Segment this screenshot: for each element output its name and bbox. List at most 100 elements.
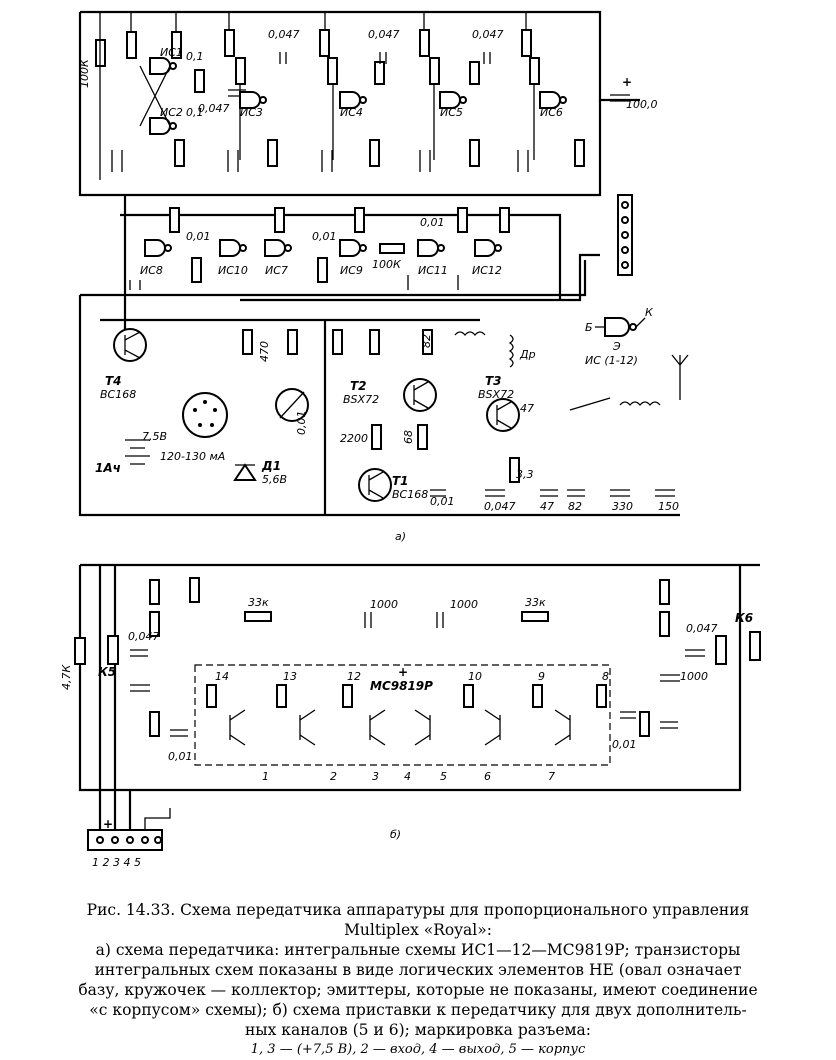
- label-b-c001-l: 0,01: [168, 750, 193, 763]
- pin-8: 8: [602, 670, 609, 683]
- chip-plus: +: [398, 665, 408, 679]
- label-c0-047-2: 0,047: [368, 28, 400, 41]
- label-ic12: ИС12: [472, 264, 502, 277]
- label-ic2: ИС2: [160, 106, 183, 119]
- label-c0-01-a: 0,01: [186, 230, 211, 243]
- pin-7: 7: [548, 770, 555, 783]
- label-ic5: ИС5: [440, 106, 463, 119]
- label-t3-part: BSX72: [478, 388, 514, 401]
- label-t1: T1: [392, 474, 409, 488]
- label-ic3: ИС3: [240, 106, 263, 119]
- label-c0-01-e: 0,01: [430, 495, 455, 508]
- connector-block-a: [617, 194, 633, 276]
- label-t3: T3: [485, 374, 502, 388]
- label-r470: 470: [258, 341, 271, 362]
- legend-pin-k: К: [645, 306, 654, 319]
- label-c0-047-1: 0,047: [268, 28, 300, 41]
- label-r100k-b: 100К: [372, 258, 402, 271]
- top-resistors: [95, 29, 585, 167]
- pin-9: 9: [538, 670, 545, 683]
- schematic-diagram: 100К ИС1 ИС2 ИС3 ИС4 ИС5 ИС6 0,1 0,1 0,0…: [60, 10, 761, 869]
- label-b-c0047-r: 0,047: [686, 622, 718, 635]
- label-battery-ah: 1Ач: [95, 461, 121, 475]
- label-t4-part: BC168: [100, 388, 136, 401]
- label-c82: 82: [568, 500, 582, 513]
- pin-6: 6: [484, 770, 491, 783]
- caption-title-1: Рис. 14.33. Схема передатчика аппаратуры…: [86, 901, 750, 919]
- panel-b-label: б): [390, 828, 401, 841]
- pin-3: 3: [372, 770, 379, 783]
- label-ic4: ИС4: [340, 106, 363, 119]
- label-b-c1000-r: 1000: [450, 598, 478, 611]
- label-t1-part: BC168: [392, 488, 428, 501]
- chip-pins-top: 14 13 12 10 9 8: [215, 670, 609, 683]
- label-t2: T2: [350, 379, 367, 393]
- label-b-c0047-l: 0,047: [128, 630, 160, 643]
- label-c2200: 2200: [340, 432, 368, 445]
- caption-body-2: интегральных схем показаны в виде логиче…: [94, 961, 742, 979]
- label-c0-047-3: 0,047: [472, 28, 504, 41]
- caption-body-1: а) схема передатчика: интегральные схемы…: [95, 941, 741, 959]
- panel-a-label: а): [395, 530, 406, 543]
- label-d1: Д1: [261, 459, 281, 473]
- label-b-r33k-r: 33к: [525, 596, 546, 609]
- pin-2: 2: [330, 770, 337, 783]
- label-choke: Др: [519, 348, 536, 361]
- connector-pin-numbers: 1 2 3 4 5: [92, 856, 141, 869]
- label-c47-b: 47: [540, 500, 554, 513]
- coupling-caps: [228, 52, 630, 102]
- pin-10: 10: [468, 670, 482, 683]
- label-ic7: ИС7: [265, 264, 288, 277]
- figure-caption: Рис. 14.33. Схема передатчика аппаратуры…: [60, 900, 776, 1060]
- caption-title-2: Multiplex «Royal»:: [344, 921, 492, 939]
- label-r82: 82: [420, 334, 433, 348]
- legend-pin-b: Б: [585, 321, 593, 334]
- panel-a-rf: T4 BC168 1Ач 7,5В 120-130 мА Д1 5,6В T2 …: [78, 260, 689, 517]
- nand-gates-top: [139, 57, 567, 135]
- label-k5: К5: [98, 665, 116, 679]
- label-chip-b: МС9819Р: [370, 679, 433, 693]
- pin-1: 1: [262, 770, 269, 783]
- label-c0-1-a: 0,1: [186, 50, 204, 63]
- pin-14: 14: [215, 670, 229, 683]
- label-c0-047-g: 0,047: [484, 500, 516, 513]
- label-c0-047-4: 0,047: [198, 102, 230, 115]
- label-b-c001-r: 0,01: [612, 738, 637, 751]
- label-battery-v: 7,5В: [142, 430, 167, 443]
- label-r68: 68: [402, 430, 415, 444]
- chip-pins-bottom: 1 2 3 4 5 6 7: [262, 770, 555, 783]
- label-d1-value: 5,6В: [262, 473, 287, 486]
- caption-pin-line: 1, 3 — (+7,5 В), 2 — вход, 4 — выход, 5 …: [250, 1042, 586, 1057]
- label-ic1: ИС1: [160, 46, 183, 59]
- gate-legend: Б К Э ИС (1-12): [585, 306, 654, 367]
- pin-13: 13: [283, 670, 297, 683]
- plus-sign: +: [622, 75, 632, 89]
- caption-body-3: базу, кружочек — коллектор; эмиттеры, ко…: [78, 981, 758, 999]
- label-battery-range: 120-130 мА: [160, 450, 225, 463]
- label-ic11: ИС11: [418, 264, 448, 277]
- caption-body-5: ных каналов (5 и 6); маркировка разъема:: [244, 1021, 592, 1039]
- legend-gate-label: ИС (1-12): [585, 354, 638, 367]
- label-k6: К6: [735, 611, 753, 625]
- label-b-c1000-l: 1000: [370, 598, 398, 611]
- label-ic8: ИС8: [140, 264, 163, 277]
- label-c0-01-c: 0,01: [420, 216, 445, 229]
- label-c100: 100,0: [626, 98, 658, 111]
- label-c150: 150: [658, 500, 679, 513]
- pin-4: 4: [404, 770, 411, 783]
- label-c0-1-b: 0,1: [186, 106, 204, 119]
- label-t2-part: BSX72: [343, 393, 379, 406]
- pin-5: 5: [440, 770, 447, 783]
- label-c47-a: 47: [520, 402, 534, 415]
- pin-12: 12: [347, 670, 361, 683]
- label-ic9: ИС9: [340, 264, 363, 277]
- label-r3-3: 3,3: [516, 468, 534, 481]
- label-b-r4-7k-l: 4,7К: [60, 664, 73, 690]
- label-c0-01-d: 0,01: [295, 411, 308, 436]
- label-b-c1000-rr: 1000: [680, 670, 708, 683]
- label-c0-01-b: 0,01: [312, 230, 337, 243]
- label-b-r33k-l: 33к: [248, 596, 269, 609]
- panel-b: МС9819Р + 14 13 12 10 9 8 1 2 3 4 5 6 7: [60, 563, 761, 869]
- legend-pin-e: Э: [612, 340, 621, 353]
- chip-transistors: [206, 684, 607, 746]
